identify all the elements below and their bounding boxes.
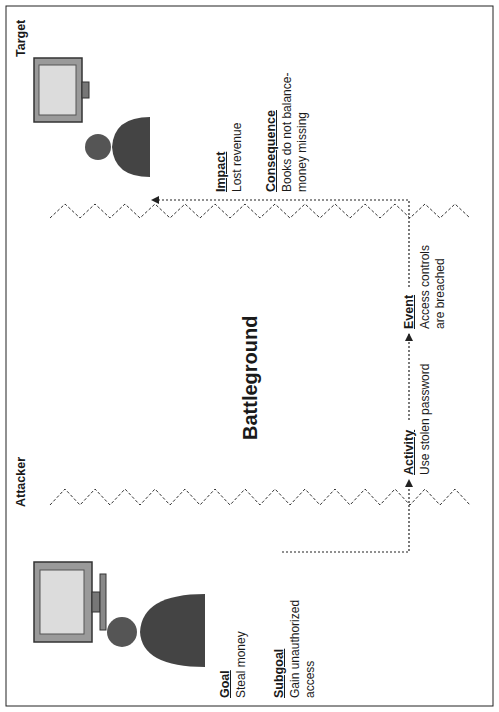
stage-heading: Impact bbox=[214, 152, 230, 192]
attacker-figure bbox=[34, 562, 205, 667]
flow-line bbox=[282, 480, 409, 552]
stage-heading: Event bbox=[402, 295, 418, 329]
zigzag-line bbox=[50, 489, 470, 505]
region-title: Battleground bbox=[238, 316, 263, 440]
stage-heading: Subgoal bbox=[272, 649, 288, 698]
zigzag-line bbox=[50, 204, 470, 218]
role-label: Attacker bbox=[14, 457, 30, 507]
stage-heading: Activity bbox=[402, 430, 418, 475]
stage-heading: Goal bbox=[218, 670, 234, 698]
frame-border bbox=[6, 6, 493, 706]
stage-text: Use stolen password bbox=[418, 364, 433, 475]
stage-heading: Consequence bbox=[264, 110, 280, 192]
target-figure bbox=[34, 58, 150, 177]
flow-line bbox=[408, 334, 409, 420]
role-label: Target bbox=[14, 20, 30, 57]
flow-line bbox=[152, 200, 409, 287]
stage-text: Lost revenue bbox=[230, 123, 245, 192]
stage-text: Gain unauthorized access bbox=[288, 586, 318, 698]
stage-text: Books do not balance-money missing bbox=[280, 52, 310, 192]
stage-text: Steal money bbox=[234, 631, 249, 698]
stage-text: Access controls are breached bbox=[418, 229, 448, 329]
